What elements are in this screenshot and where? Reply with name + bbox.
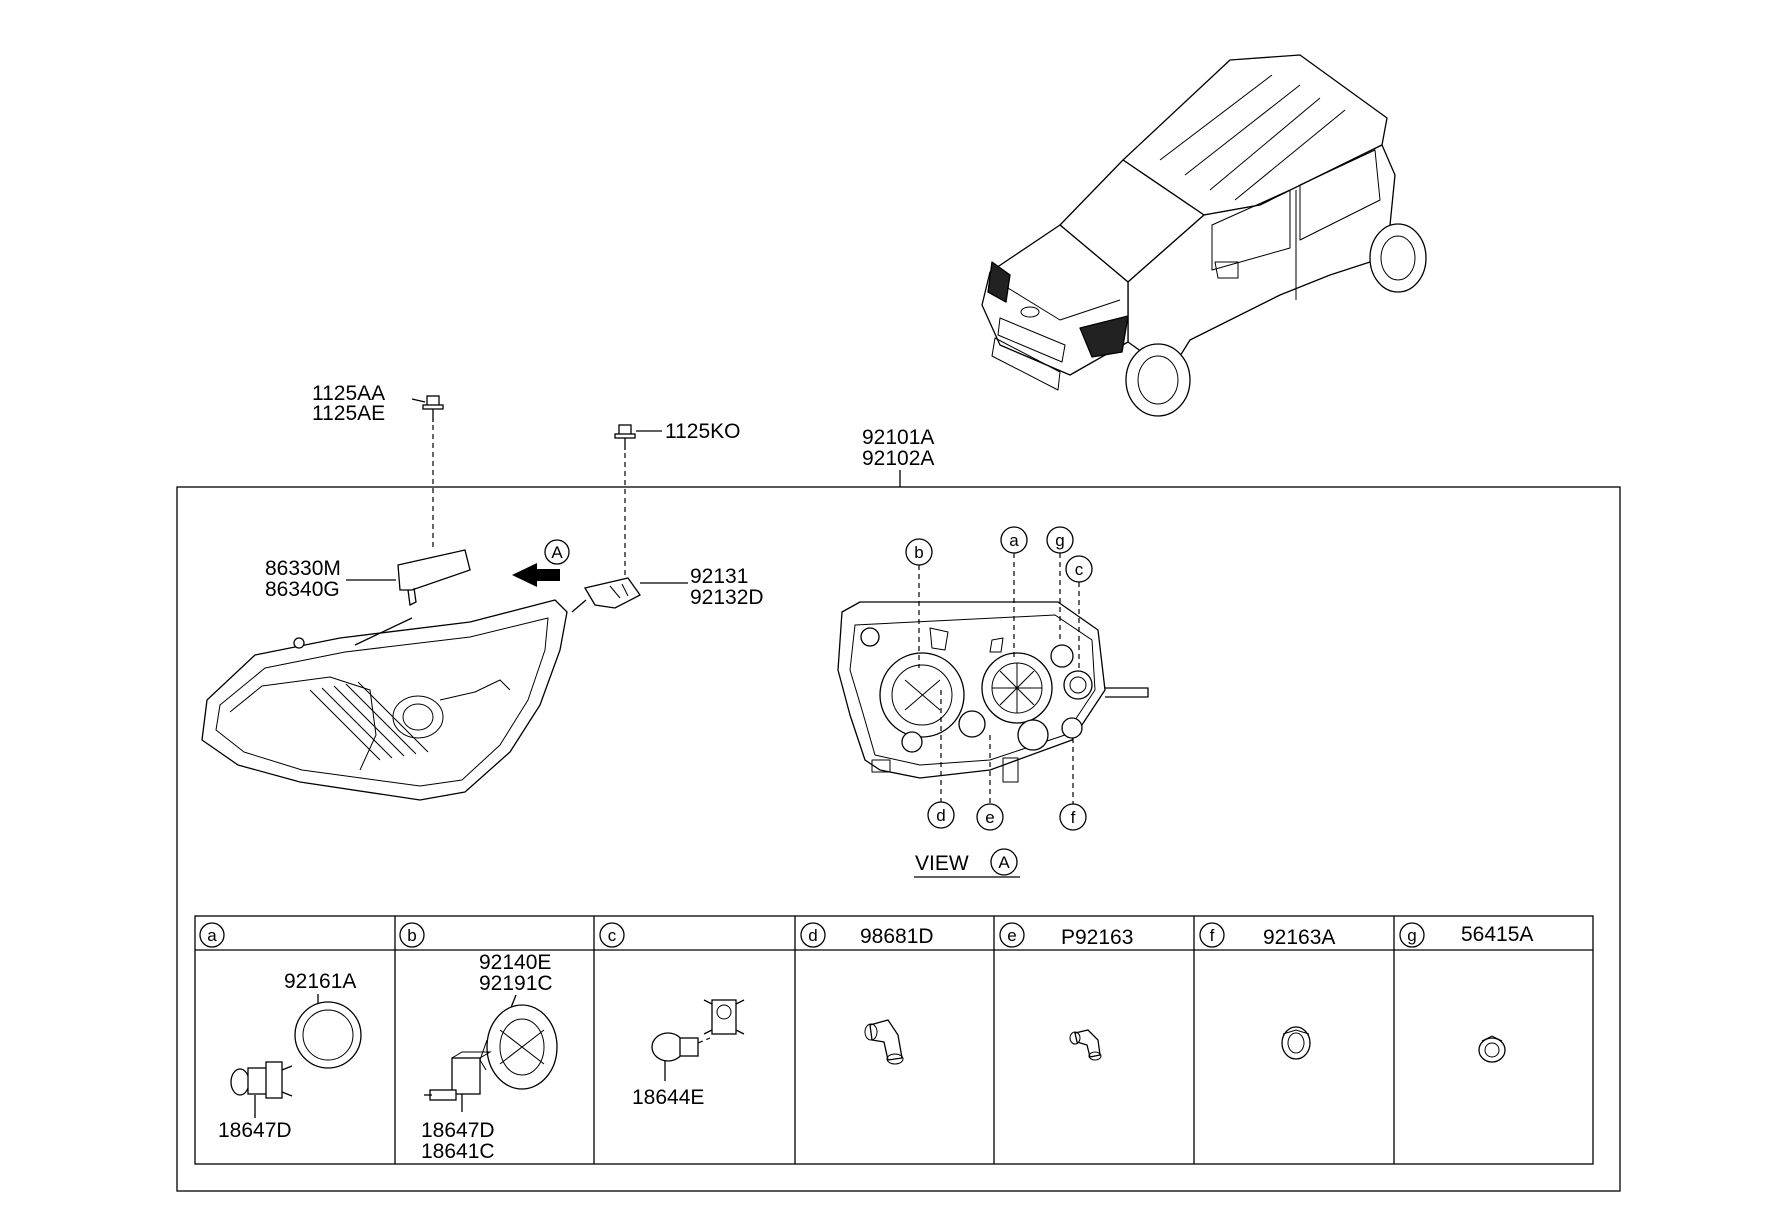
bracket-label-86330M: 86330M (265, 557, 341, 580)
fastener-label-1125AA: 1125AA (312, 382, 385, 405)
part-label-18647D-b: 18647D (421, 1119, 495, 1142)
retaining-ring-icon (294, 1001, 362, 1069)
table-letter-d: d (808, 926, 817, 945)
table-header-92163A: 92163A (1263, 926, 1335, 949)
view-label-letter: A (998, 853, 1010, 872)
table-letter-e: e (1007, 926, 1016, 945)
part-label-92191C: 92191C (479, 972, 553, 995)
halogen-bulb-icon (230, 1061, 293, 1099)
view-arrow-letter: A (551, 543, 563, 562)
fastener-label-1125KO: 1125KO (665, 420, 741, 443)
part-label-18647D-a: 18647D (218, 1119, 292, 1142)
assembly-label-92102A: 92102A (862, 447, 934, 470)
clip-label-92132D: 92132D (690, 586, 764, 609)
callout-b: b (914, 543, 923, 562)
callout-e: e (985, 808, 994, 827)
headlamp-rear-view-icon (837, 601, 1149, 783)
part-label-18641C: 18641C (421, 1140, 495, 1163)
dust-cover-icon (479, 1004, 558, 1090)
bracket-icon (397, 549, 471, 606)
small-elbow-plug-icon (1069, 1029, 1102, 1061)
callout-a: a (1009, 531, 1019, 550)
vehicle-illustration (981, 54, 1427, 417)
clip-icon (583, 577, 641, 609)
grommet-icon (1281, 1026, 1311, 1060)
nut-icon (1478, 1035, 1506, 1063)
clip-label-92131: 92131 (690, 565, 748, 588)
table-letter-c: c (608, 926, 617, 945)
callout-f: f (1071, 808, 1076, 827)
view-direction-arrow-icon (512, 563, 560, 587)
bracket-label-86340G: 86340G (265, 578, 340, 601)
detail-table (194, 915, 1594, 1165)
table-header-56415A: 56415A (1461, 923, 1533, 946)
table-header-98681D: 98681D (860, 925, 934, 948)
bulb-socket-icon (424, 1051, 492, 1101)
callout-c: c (1075, 560, 1084, 579)
screw-left-icon (422, 395, 444, 548)
table-letter-b: b (407, 926, 416, 945)
callout-d: d (936, 806, 945, 825)
part-label-92161A: 92161A (284, 970, 356, 993)
table-letter-f: f (1210, 926, 1215, 945)
main-frame (176, 486, 1621, 1192)
view-a-circle-icon (544, 539, 570, 565)
headlamp-assembly-icon (201, 599, 587, 801)
part-label-92140E: 92140E (479, 951, 551, 974)
table-letter-a: a (207, 926, 217, 945)
part-label-18644E: 18644E (632, 1086, 704, 1109)
table-header-P92163: P92163 (1061, 926, 1133, 949)
fastener-label-1125AE: 1125AE (312, 402, 385, 425)
screw-right-icon (614, 424, 636, 583)
assembly-label-92101A: 92101A (862, 426, 934, 449)
view-label: VIEW (915, 852, 969, 875)
wedge-bulb-with-socket-icon (651, 999, 745, 1062)
elbow-plug-icon (864, 1019, 904, 1065)
table-letter-g: g (1407, 926, 1416, 945)
callout-g: g (1055, 531, 1064, 550)
